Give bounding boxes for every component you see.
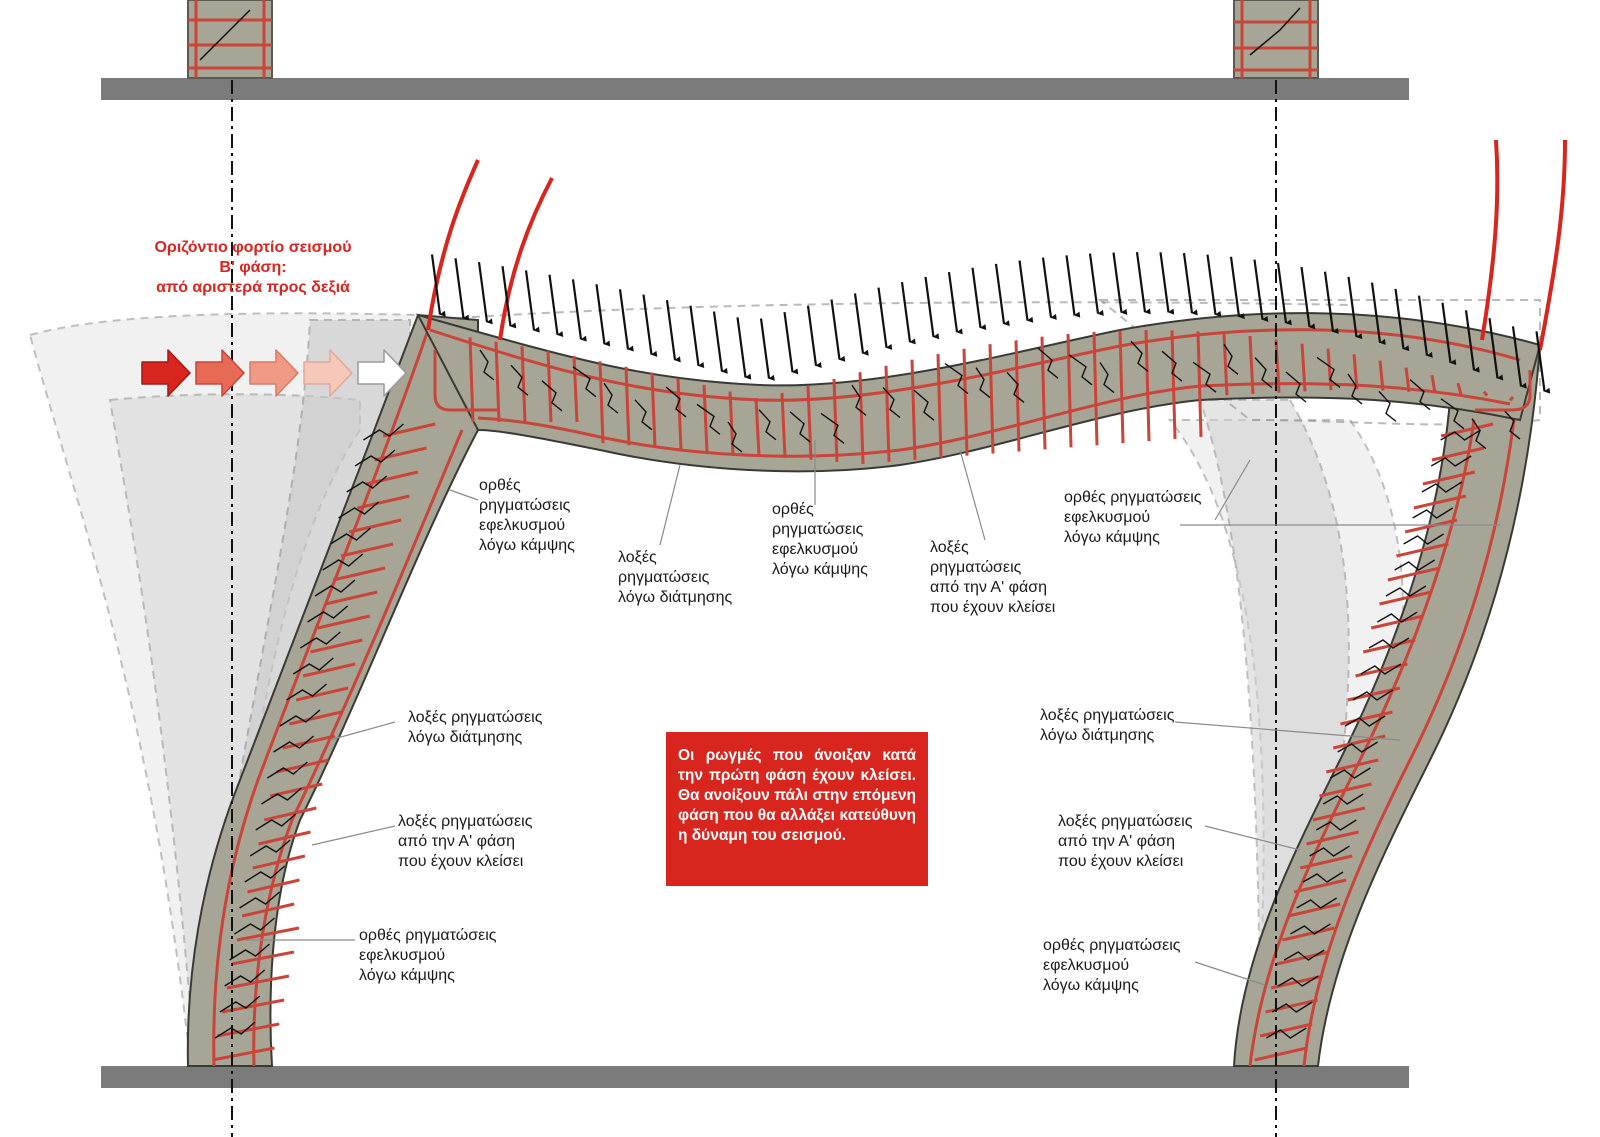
beam — [416, 312, 1542, 473]
rebar-extensions — [426, 139, 1567, 351]
leader-lines — [245, 440, 1500, 986]
down-arrow-icon — [947, 272, 963, 335]
down-arrow-icon — [1535, 331, 1551, 394]
down-arrow-icon — [1370, 282, 1386, 345]
right-arrow-icon — [357, 349, 407, 397]
right-arrow-icon — [303, 349, 353, 397]
down-arrow-icon — [994, 263, 1010, 327]
down-arrow-icon — [1347, 276, 1363, 340]
down-arrow-icon — [1253, 259, 1269, 322]
down-arrow-icon — [1065, 255, 1081, 318]
down-arrow-icon — [759, 318, 775, 381]
down-arrow-icon — [1135, 251, 1151, 315]
down-arrow-icon — [548, 274, 564, 338]
down-arrow-icon — [430, 254, 446, 317]
down-arrow-icon — [971, 267, 987, 331]
right-top-flexure-label: ορθές ρηγματώσεις εφελκυσμού λόγω κάμψης — [1064, 489, 1202, 546]
down-arrow-icon — [1323, 271, 1339, 334]
seismic-force-arrows — [141, 349, 407, 397]
down-arrow-icon — [1417, 295, 1433, 358]
down-arrow-icon — [853, 293, 869, 356]
down-arrow-icon — [1488, 318, 1504, 381]
right-column-shear-label: λοξές ρηγματώσεις λόγω διάτμησης — [1040, 707, 1175, 744]
down-arrow-icon — [783, 311, 799, 375]
down-arrow-icon — [1229, 256, 1245, 320]
right-column — [1232, 328, 1542, 1067]
down-arrow-icon — [665, 299, 681, 363]
down-arrow-icon — [806, 305, 822, 368]
phase-notice-box: Οι ρωγμές που άνοιξαν κατά την πρώτη φάσ… — [666, 732, 928, 886]
right-arrow-icon — [141, 349, 191, 397]
beam-closed-cracks-label: λοξές ρηγματώσεις από την Α' φάση που έχ… — [930, 539, 1056, 616]
down-arrow-icon — [1276, 262, 1292, 326]
down-arrow-icon — [1511, 326, 1527, 389]
upper-slab — [101, 78, 1409, 100]
beam-shear-label: λοξές ρηγματώσεις λόγω διάτμησης — [618, 549, 733, 606]
down-arrow-icon — [618, 289, 634, 352]
down-arrow-icon — [1112, 252, 1128, 315]
down-arrow-icon — [1206, 254, 1222, 317]
seismic-load-title: Οριζόντιο φορτίο σεισμού Β' φάση: από αρ… — [154, 239, 352, 296]
down-arrow-icon — [1464, 310, 1480, 373]
down-arrow-icon — [830, 299, 846, 362]
down-arrow-icon — [1182, 253, 1198, 316]
right-arrow-icon — [249, 349, 299, 397]
beam-mid-flexure-label: ορθές ρηγματώσεις εφελκυσμού λόγω κάμψης — [772, 501, 868, 578]
ground-slab — [101, 1066, 1409, 1088]
down-arrow-icon — [1441, 302, 1457, 366]
beam-left-flexure-label: ορθές ρηγματώσεις εφελκυσμού λόγω κάμψης — [479, 477, 575, 554]
down-arrow-icon — [642, 294, 658, 357]
down-arrow-icon — [571, 279, 587, 342]
right-column-flexure-label: ορθές ρηγματώσεις εφελκυσμού λόγω κάμψης — [1043, 937, 1181, 994]
down-arrow-icon — [524, 270, 540, 333]
down-arrow-icon — [1041, 257, 1057, 320]
down-arrow-icon — [924, 276, 940, 340]
left-column-closed-label: λοξές ρηγματώσεις από την Α' φάση που έχ… — [398, 813, 533, 870]
down-arrow-icon — [736, 317, 752, 380]
down-arrow-icon — [900, 281, 916, 345]
down-arrow-icon — [689, 305, 705, 368]
upper-column-stubs — [187, 0, 1319, 79]
down-arrow-icon — [501, 266, 517, 329]
down-arrow-icon — [1088, 253, 1104, 316]
down-arrow-icon — [595, 284, 611, 347]
down-arrow-icon — [1300, 266, 1316, 330]
left-column-shear-label: λοξές ρηγματώσεις λόγω διάτμησης — [408, 709, 543, 746]
left-column-flexure-label: ορθές ρηγματώσεις εφελκυσμού λόγω κάμψης — [359, 927, 497, 984]
down-arrow-icon — [1159, 252, 1175, 315]
down-arrow-icon — [1394, 288, 1410, 352]
right-column-closed-label: λοξές ρηγματώσεις από την Α' φάση που έχ… — [1058, 813, 1193, 870]
down-arrow-icon — [712, 311, 728, 374]
down-arrow-icon — [1018, 260, 1034, 323]
down-arrow-icon — [877, 287, 893, 350]
down-arrow-icon — [477, 262, 493, 325]
right-arrow-icon — [195, 349, 245, 397]
down-arrow-icon — [454, 258, 470, 321]
gravity-load-arrows — [430, 251, 1551, 394]
